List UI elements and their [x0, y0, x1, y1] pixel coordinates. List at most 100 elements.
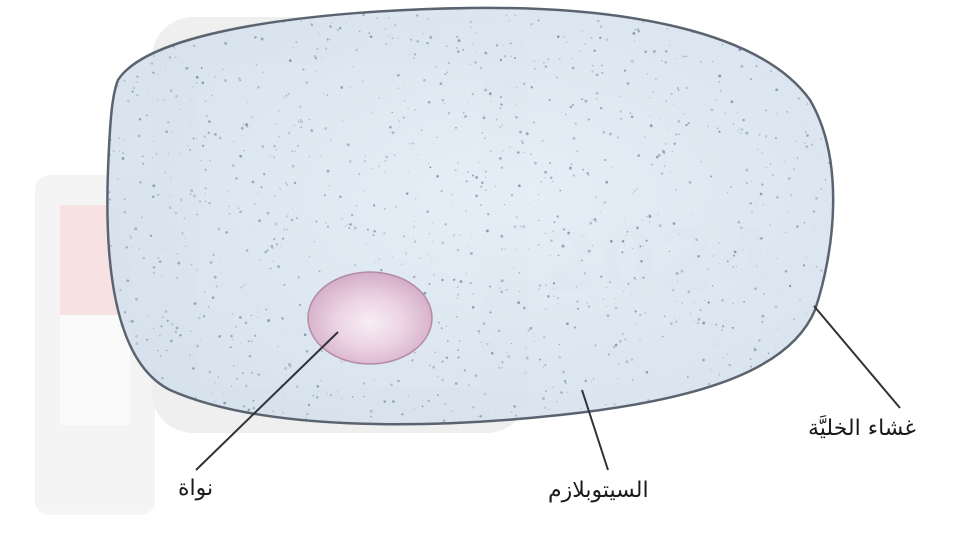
cytoplasm-speckle — [632, 379, 634, 381]
cytoplasm-speckle — [270, 268, 272, 270]
cytoplasm-speckle — [549, 162, 551, 164]
cytoplasm-speckle — [684, 382, 685, 383]
cytoplasm-speckle — [163, 99, 165, 101]
cytoplasm-speckle — [665, 143, 667, 145]
cytoplasm-speckle — [808, 330, 809, 331]
cytoplasm-speckle — [385, 156, 388, 159]
cytoplasm-speckle — [510, 42, 512, 44]
cytoplasm-speckle — [667, 129, 668, 130]
cytoplasm-speckle — [319, 270, 321, 272]
cytoplasm-speckle — [401, 413, 403, 415]
cytoplasm-speckle — [751, 212, 753, 214]
cytoplasm-speckle — [654, 407, 655, 408]
cytoplasm-speckle — [286, 95, 287, 96]
cytoplasm-speckle — [347, 224, 348, 225]
cytoplasm-speckle — [545, 364, 547, 366]
cytoplasm-speckle — [480, 204, 482, 206]
cytoplasm-speckle — [251, 116, 252, 117]
cytoplasm-speckle — [309, 119, 311, 121]
cytoplasm-speckle — [818, 347, 821, 350]
cytoplasm-speckle — [286, 184, 287, 185]
cytoplasm-speckle — [369, 32, 371, 34]
cytoplasm-speckle — [806, 146, 808, 148]
cytoplasm-speckle — [545, 390, 547, 392]
cytoplasm-speckle — [708, 383, 710, 385]
cytoplasm-speckle — [619, 340, 622, 343]
cytoplasm-speckle — [662, 150, 665, 153]
cytoplasm-speckle — [205, 100, 207, 102]
cytoplasm-speckle — [577, 301, 579, 303]
cytoplasm-speckle — [533, 121, 535, 123]
cytoplasm-speckle — [588, 250, 591, 253]
cytoplasm-speckle — [511, 194, 513, 196]
cytoplasm-speckle — [455, 382, 458, 385]
cytoplasm-speckle — [221, 11, 224, 14]
cytoplasm-speckle — [733, 266, 735, 268]
cytoplasm-speckle — [384, 171, 386, 173]
cytoplasm-speckle — [192, 86, 193, 87]
cytoplasm-speckle — [204, 292, 205, 293]
cytoplasm-speckle — [263, 173, 265, 175]
cytoplasm-speckle — [783, 17, 785, 19]
cytoplasm-speckle — [183, 218, 185, 220]
cytoplasm-speckle — [444, 73, 446, 75]
cytoplasm-speckle — [287, 329, 288, 330]
cytoplasm-speckle — [697, 322, 699, 324]
cytoplasm-speckle — [596, 98, 597, 99]
cytoplasm-speckle — [639, 338, 640, 339]
cytoplasm-speckle — [484, 393, 487, 396]
cytoplasm-speckle — [544, 171, 547, 174]
cytoplasm-speckle — [762, 321, 764, 323]
cytoplasm-speckle — [324, 194, 326, 196]
cytoplasm-speckle — [639, 314, 642, 317]
cytoplasm-speckle — [190, 331, 191, 332]
cytoplasm-speckle — [288, 132, 291, 135]
cytoplasm-speckle — [233, 365, 234, 366]
cytoplasm-speckle — [582, 236, 583, 237]
cytoplasm-speckle — [685, 87, 688, 90]
cytoplasm-speckle — [408, 171, 409, 172]
cytoplasm-speckle — [732, 327, 734, 329]
cytoplasm-speckle — [545, 233, 546, 234]
cytoplasm-speckle — [258, 192, 259, 193]
cytoplasm-speckle — [740, 226, 743, 229]
cytoplasm-speckle — [190, 189, 193, 192]
cytoplasm-speckle — [698, 182, 699, 183]
cytoplasm-speckle — [153, 266, 156, 269]
cytoplasm-speckle — [770, 163, 771, 164]
cytoplasm-speckle — [538, 244, 540, 246]
cytoplasm-speckle — [809, 59, 810, 60]
cytoplasm-speckle — [174, 47, 176, 49]
cytoplasm-speckle — [601, 65, 603, 67]
cytoplasm-speckle — [316, 221, 318, 223]
cytoplasm-speckle — [160, 325, 162, 327]
cytoplasm-speckle — [390, 34, 391, 35]
cytoplasm-speckle — [300, 126, 302, 128]
cytoplasm-speckle — [806, 257, 808, 259]
cytoplasm-speckle — [485, 189, 487, 191]
cytoplasm-speckle — [526, 132, 529, 135]
cytoplasm-speckle — [212, 296, 215, 299]
cytoplasm-speckle — [474, 277, 475, 278]
cytoplasm-speckle — [710, 108, 713, 111]
cytoplasm-speckle — [413, 276, 416, 279]
cytoplasm-speckle — [165, 66, 166, 67]
cytoplasm-speckle — [624, 338, 626, 340]
cytoplasm-speckle — [507, 355, 510, 358]
cytoplasm-speckle — [719, 263, 720, 264]
cytoplasm-speckle — [448, 112, 451, 115]
cytoplasm-speckle — [364, 396, 365, 397]
cytoplasm-speckle — [201, 160, 202, 161]
cytoplasm-speckle — [786, 59, 788, 61]
cytoplasm-speckle — [677, 87, 679, 89]
cytoplasm-speckle — [595, 220, 597, 222]
cytoplasm-speckle — [367, 4, 369, 6]
cytoplasm-speckle — [744, 401, 745, 402]
cytoplasm-speckle — [409, 143, 410, 144]
cytoplasm-speckle — [194, 302, 197, 305]
cytoplasm-speckle — [545, 46, 546, 47]
cytoplasm-speckle — [775, 305, 778, 308]
cytoplasm-speckle — [196, 269, 198, 271]
cytoplasm-speckle — [525, 348, 526, 349]
